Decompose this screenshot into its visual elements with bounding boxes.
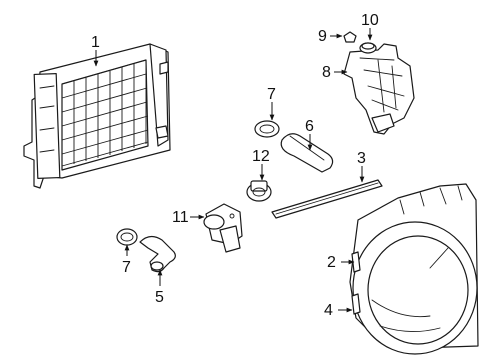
lower-radiator-hose — [139, 235, 176, 273]
callout-10: 10 — [361, 12, 379, 29]
clip-part-9 — [343, 31, 357, 43]
callout-labels: 1 2 3 4 5 6 7 7 8 9 10 11 12 — [91, 12, 379, 319]
callout-5: 5 — [155, 289, 164, 306]
coolant-reservoir — [343, 42, 415, 135]
callout-4: 4 — [324, 302, 333, 319]
callout-12: 12 — [252, 148, 270, 165]
callout-9: 9 — [318, 28, 327, 45]
reservoir-cap — [361, 42, 375, 50]
callout-6: 6 — [305, 118, 314, 135]
callout-3: 3 — [357, 150, 366, 167]
leader-lines — [93, 28, 373, 313]
callout-2: 2 — [327, 254, 336, 271]
callout-7-upper: 7 — [267, 86, 276, 103]
hose-clamp-lower — [116, 228, 138, 246]
callout-1: 1 — [91, 34, 100, 51]
seal-strip — [271, 179, 383, 219]
water-outlet — [203, 203, 243, 253]
fan-shroud — [349, 183, 479, 355]
upper-radiator-hose — [280, 133, 334, 173]
hose-clamp-upper — [254, 120, 280, 138]
callout-11: 11 — [172, 209, 189, 226]
thermostat — [246, 180, 272, 202]
callout-8: 8 — [322, 64, 331, 81]
callout-7-lower: 7 — [122, 259, 131, 276]
radiator — [23, 43, 171, 189]
